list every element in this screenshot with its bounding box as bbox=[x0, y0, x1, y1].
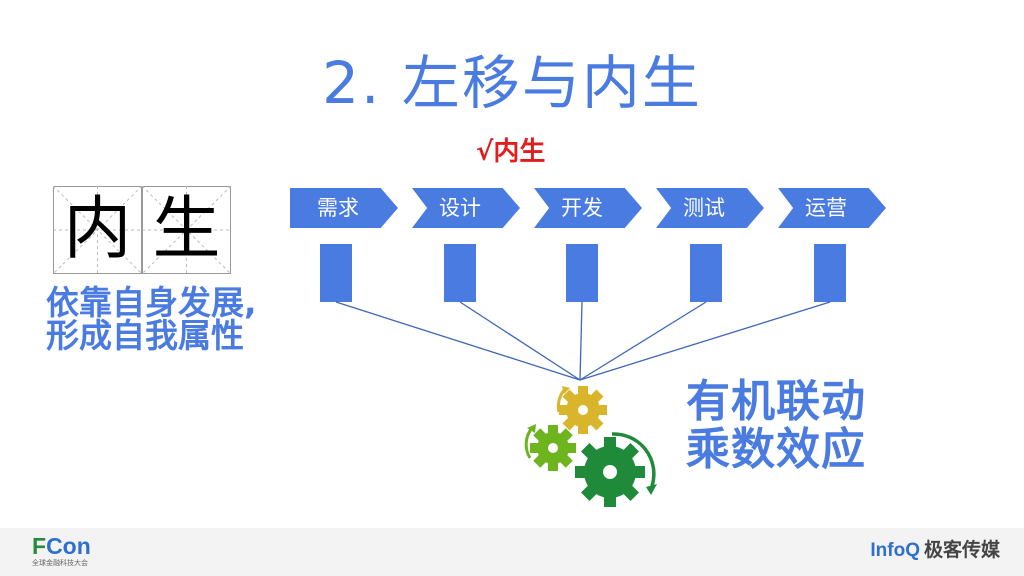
fcon-logo-f: F bbox=[32, 533, 47, 559]
right-description: 有机联动 乘数效应 bbox=[686, 378, 866, 474]
infoq-cn: 极客传媒 bbox=[923, 539, 1000, 561]
stage-chevron-development: 开发 bbox=[534, 188, 642, 228]
stage-bar bbox=[320, 244, 352, 302]
stage-bar bbox=[566, 244, 598, 302]
connector-lines bbox=[335, 301, 831, 381]
slide-title: 2. 左移与内生 bbox=[322, 49, 702, 117]
gear-cluster-icon bbox=[524, 386, 657, 507]
stage-bar bbox=[444, 244, 476, 302]
stage-label: 运营 bbox=[805, 196, 847, 220]
stage-chevron-testing: 测试 bbox=[656, 188, 764, 228]
stage-label: 开发 bbox=[561, 196, 603, 220]
stage-chevron-requirements: 需求 bbox=[290, 188, 398, 228]
stage-chevron-operations: 运营 bbox=[778, 188, 886, 228]
left-description: 依靠自身发展, 形成自我属性 bbox=[46, 286, 257, 352]
calligraphy-grid: 内 生 bbox=[52, 185, 232, 275]
stage-chevron-design: 设计 bbox=[412, 188, 520, 228]
fcon-logo-text: FCon bbox=[32, 534, 91, 558]
stage-bar bbox=[690, 244, 722, 302]
fcon-subtitle: 全球金融科技大会 bbox=[32, 559, 88, 567]
subtitle-check: √内生 bbox=[476, 137, 546, 167]
left-line-2: 形成自我属性 bbox=[46, 316, 244, 355]
right-line-1: 有机联动 bbox=[686, 376, 866, 427]
stage-bar bbox=[814, 244, 846, 302]
infoq-brand: InfoQ bbox=[870, 540, 920, 561]
stage-label: 测试 bbox=[683, 196, 725, 220]
footer-bar bbox=[0, 528, 1024, 576]
grid-char-1: 内 bbox=[63, 190, 132, 269]
stage-label: 需求 bbox=[317, 196, 359, 220]
right-line-2: 乘数效应 bbox=[686, 424, 866, 475]
fcon-logo: FCon 全球金融科技大会 bbox=[32, 534, 91, 568]
fcon-logo-con: Con bbox=[46, 533, 91, 559]
grid-lines-icon bbox=[52, 185, 232, 275]
left-line-1: 依靠自身发展, bbox=[46, 283, 257, 322]
stage-label: 设计 bbox=[439, 196, 481, 220]
grid-char-2: 生 bbox=[152, 190, 221, 269]
